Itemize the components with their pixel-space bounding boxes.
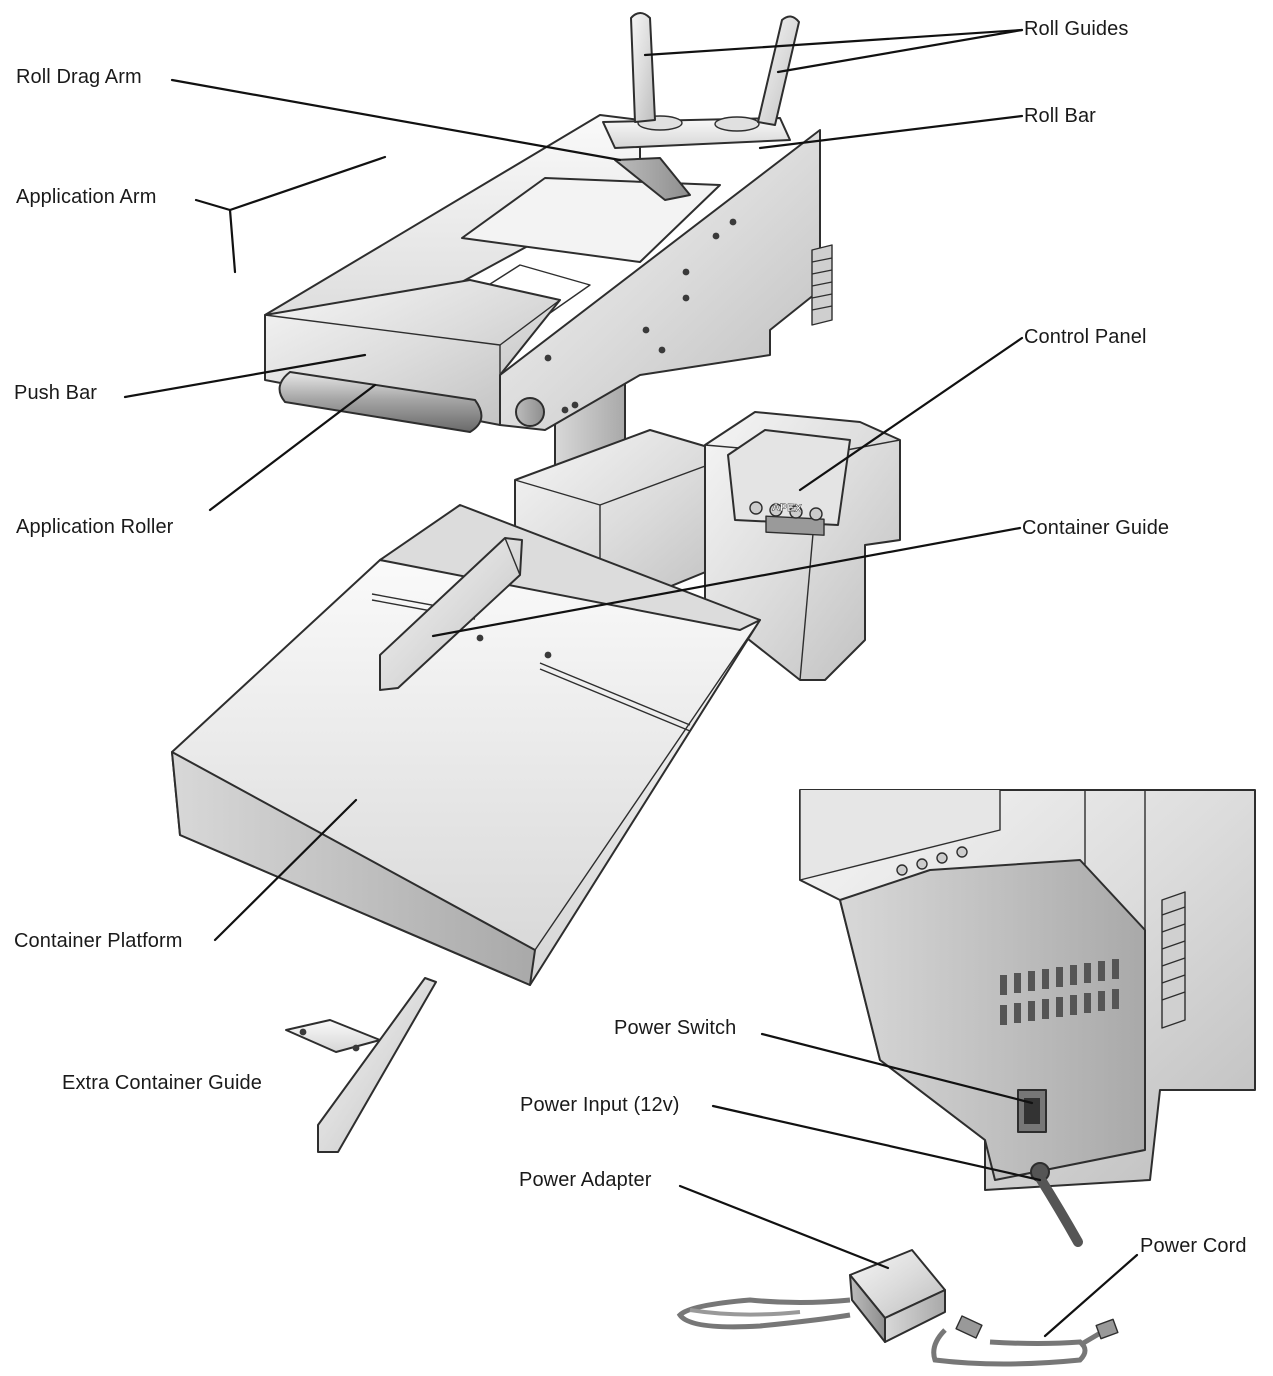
power-adapter-shape (676, 1249, 946, 1343)
label-extra-container-guide: Extra Container Guide (62, 1072, 262, 1094)
leader-container-guide (431, 526, 1022, 638)
label-power-switch: Power Switch (614, 1017, 737, 1039)
leader-roll-bar (758, 114, 1024, 150)
leader-power-adapter (678, 1184, 890, 1270)
label-roll-guides: Roll Guides (1024, 18, 1129, 40)
power-cord-shape (931, 1315, 1119, 1367)
rear-inset (799, 789, 1256, 1247)
leader-push-bar (123, 353, 367, 399)
label-container-platform: Container Platform (14, 930, 183, 952)
label-roll-drag-arm: Roll Drag Arm (16, 66, 142, 88)
leader-power-input (711, 1104, 1042, 1182)
leader-application-arm (194, 155, 387, 212)
leader-power-switch (760, 1032, 1034, 1105)
roll-assembly (602, 12, 800, 201)
label-push-bar: Push Bar (14, 382, 98, 404)
container-platform-shape (171, 504, 761, 986)
leader-power-cord (1043, 1253, 1139, 1338)
label-power-input: Power Input (12v) (520, 1094, 680, 1116)
label-container-guide: Container Guide (1022, 517, 1170, 539)
label-application-roller: Application Roller (16, 516, 174, 538)
control-box (704, 411, 901, 681)
label-power-cord: Power Cord (1140, 1235, 1247, 1257)
leader-control-panel (798, 336, 1024, 492)
label-application-arm: Application Arm (16, 186, 157, 208)
leader-application-roller (208, 383, 377, 512)
extra-container-guide-shape (285, 977, 437, 1153)
leader-roll-drag-arm (170, 78, 622, 162)
leader-roll-guides-right (776, 28, 1024, 74)
label-roll-bar: Roll Bar (1024, 105, 1096, 127)
label-power-adapter: Power Adapter (519, 1169, 652, 1191)
leader-lines (123, 28, 1139, 1338)
leader-application-arm-down (228, 208, 237, 274)
label-control-panel: Control Panel (1024, 326, 1147, 348)
leader-roll-guides-left (643, 28, 1024, 57)
device-logo: APEX (772, 501, 803, 515)
application-arm-frame (264, 114, 833, 433)
leader-container-platform (213, 798, 358, 942)
